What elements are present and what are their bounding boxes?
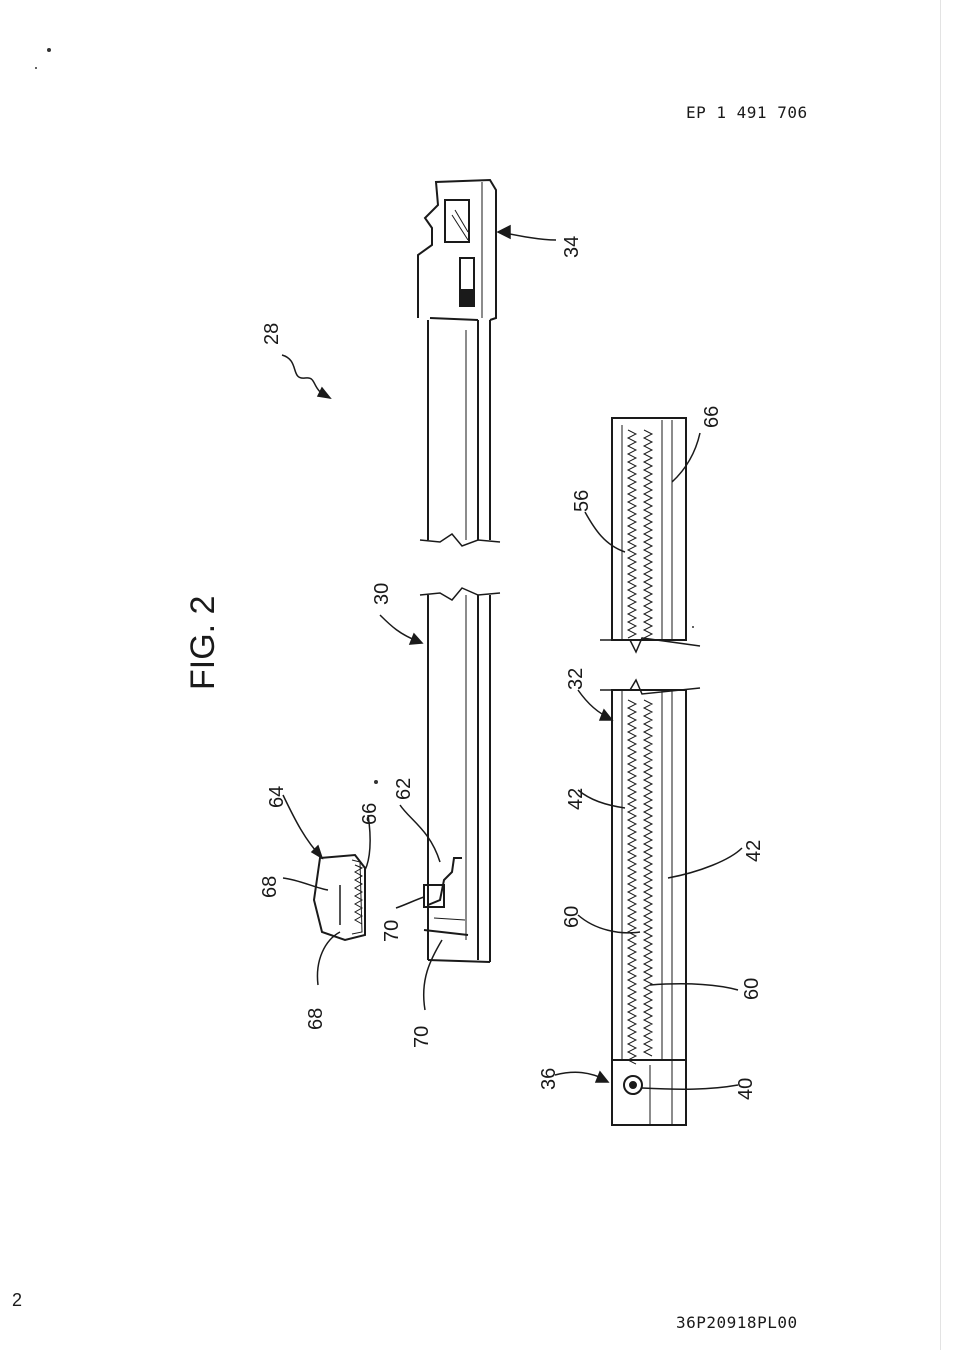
label-68-top: 68	[259, 876, 281, 898]
label-68-bottom: 68	[305, 1008, 327, 1030]
label-42-left: 42	[565, 788, 587, 810]
label-34: 34	[561, 236, 583, 258]
patent-number: EP 1 491 706	[686, 103, 808, 122]
label-28: 28	[261, 323, 283, 345]
label-70-top: 70	[381, 920, 403, 942]
figure-title: FIG. 2	[184, 596, 222, 690]
label-64: 64	[266, 786, 288, 808]
lower-rail	[600, 417, 701, 1126]
leader-lines	[281, 224, 743, 1090]
label-42-right: 42	[743, 840, 765, 862]
upper-rail	[417, 178, 501, 963]
label-66-right: 66	[701, 406, 723, 428]
label-62: 62	[393, 778, 415, 800]
label-60-left: 60	[561, 906, 583, 928]
label-70-bottom: 70	[411, 1026, 433, 1048]
label-66-top: 66	[359, 803, 381, 825]
scan-edge-line	[940, 0, 941, 1350]
document-code: 36P20918PL00	[676, 1313, 798, 1332]
clip-piece	[312, 853, 366, 942]
label-36: 36	[538, 1068, 560, 1090]
label-30: 30	[371, 583, 393, 605]
reference-numerals: 28 34 30 64 62 66 68 70 68 70 56 66 32 4…	[259, 236, 765, 1100]
scan-specks	[35, 48, 694, 784]
label-60-right: 60	[741, 978, 763, 1000]
label-40: 40	[735, 1078, 757, 1100]
label-32: 32	[565, 668, 587, 690]
label-56: 56	[571, 490, 593, 512]
page-number: 2	[12, 1290, 23, 1310]
